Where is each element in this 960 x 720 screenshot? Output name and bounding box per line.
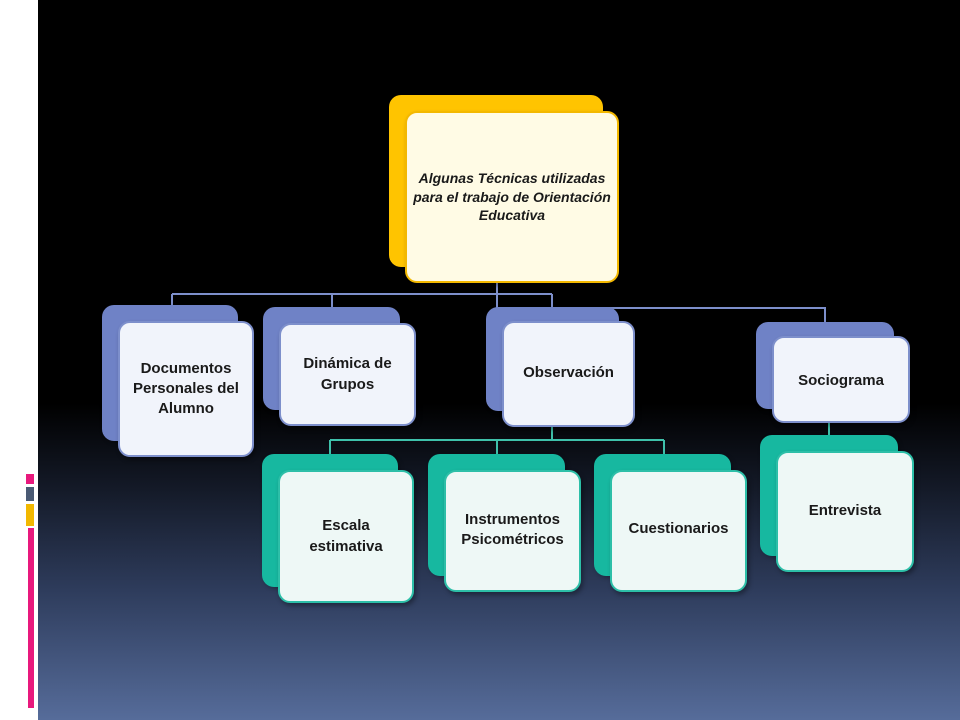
node-entrevista-label: Entrevista bbox=[776, 451, 914, 572]
node-escala: Escala estimativa bbox=[262, 454, 414, 603]
connector-to-sociograma-bus bbox=[496, 294, 826, 323]
node-entrevista: Entrevista bbox=[760, 435, 914, 572]
node-instrumentos: Instrumentos Psicométricos bbox=[428, 454, 581, 592]
node-documentos: Documentos Personales del Alumno bbox=[102, 305, 254, 457]
decorative-line bbox=[20, 30, 38, 32]
node-cuestionarios: Cuestionarios bbox=[594, 454, 747, 592]
accent-strip-pink bbox=[28, 528, 34, 708]
node-instrumentos-label: Instrumentos Psicométricos bbox=[444, 470, 581, 592]
node-observacion: Observación bbox=[486, 307, 635, 429]
node-sociograma-label: Sociograma bbox=[772, 336, 910, 423]
node-dinamica: Dinámica de Grupos bbox=[263, 307, 416, 426]
node-escala-label: Escala estimativa bbox=[278, 470, 414, 603]
accent-square-yellow bbox=[26, 504, 34, 526]
node-observacion-label: Observación bbox=[502, 321, 635, 427]
decorative-bar bbox=[24, 2, 28, 116]
accent-square-gray bbox=[26, 487, 34, 501]
root-node: Algunas Técnicas utilizadas para el trab… bbox=[389, 95, 621, 285]
decorative-line bbox=[20, 14, 38, 16]
root-node-label: Algunas Técnicas utilizadas para el trab… bbox=[405, 111, 619, 283]
node-documentos-label: Documentos Personales del Alumno bbox=[118, 321, 254, 457]
node-cuestionarios-label: Cuestionarios bbox=[610, 470, 747, 592]
node-sociograma: Sociograma bbox=[756, 322, 910, 423]
node-dinamica-label: Dinámica de Grupos bbox=[279, 323, 416, 426]
accent-square-pink bbox=[26, 474, 34, 484]
decorative-bar bbox=[32, 2, 36, 116]
